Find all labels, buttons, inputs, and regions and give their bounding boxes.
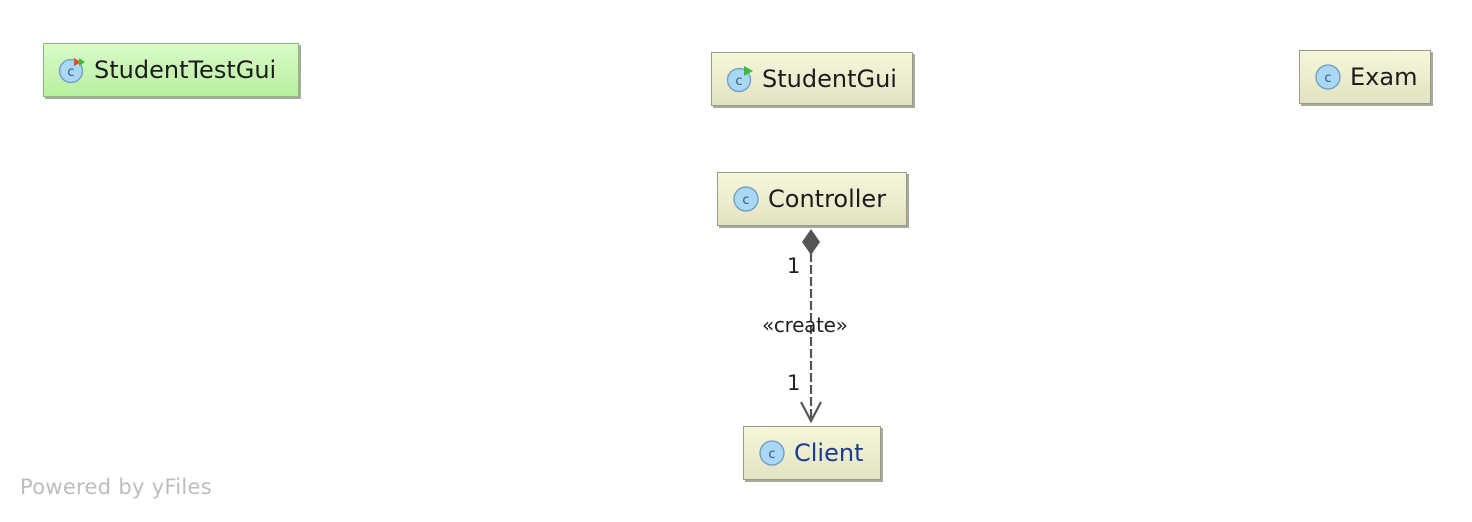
class-name: StudentGui: [762, 65, 897, 93]
class-node-client[interactable]: c Client: [743, 426, 881, 480]
test-class-icon: c: [58, 58, 85, 84]
class-node-student-test-gui[interactable]: c StudentTestGui: [43, 43, 299, 97]
powered-by-label: Powered by yFiles: [20, 475, 212, 499]
class-name: Client: [794, 439, 864, 467]
class-node-student-gui[interactable]: c StudentGui: [711, 52, 913, 106]
class-name: Exam: [1350, 63, 1418, 91]
create-stereotype-label: «create»: [762, 313, 848, 337]
svg-text:c: c: [1324, 71, 1331, 86]
svg-text:c: c: [735, 74, 742, 89]
open-arrowhead: [800, 401, 822, 424]
class-icon: c: [733, 186, 759, 212]
target-multiplicity: 1: [787, 371, 801, 395]
class-icon: c: [759, 440, 785, 466]
class-name: StudentTestGui: [94, 56, 277, 84]
composition-diamond: [802, 229, 820, 255]
runnable-class-icon: c: [726, 66, 753, 93]
class-icon: c: [1315, 64, 1341, 90]
class-name: Controller: [768, 185, 887, 213]
class-node-exam[interactable]: c Exam: [1299, 50, 1431, 104]
source-multiplicity: 1: [787, 254, 801, 278]
svg-text:c: c: [768, 447, 775, 462]
class-node-controller[interactable]: c Controller: [717, 172, 907, 226]
svg-text:c: c: [742, 193, 749, 208]
svg-text:c: c: [67, 65, 74, 80]
